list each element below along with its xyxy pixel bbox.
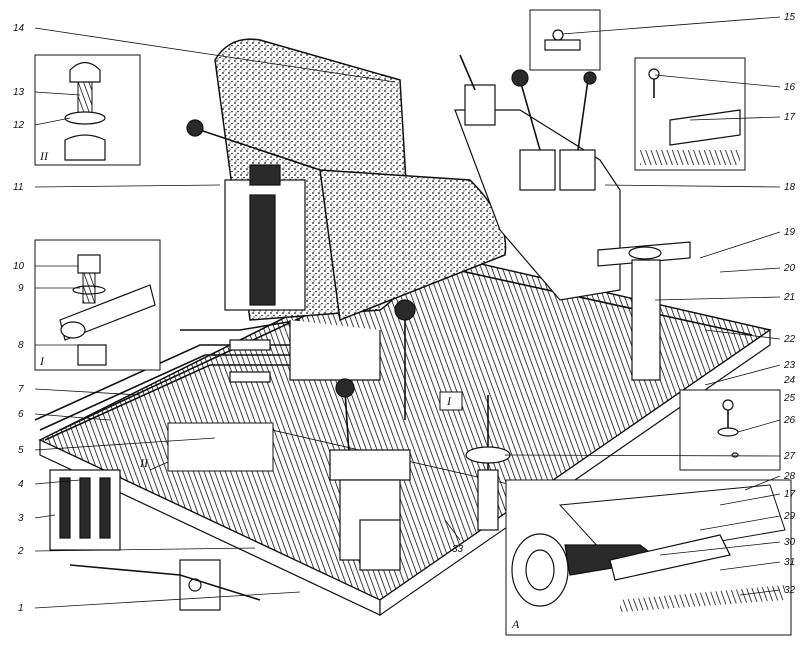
callout-6: 6 [18, 409, 24, 420]
callout-9: 9 [18, 283, 24, 294]
section-marker: I [446, 394, 452, 408]
callout-20: 20 [783, 263, 796, 274]
callout-22: 22 [783, 334, 796, 345]
floor-platform [38, 249, 772, 617]
leader-lines [34, 16, 781, 609]
callout-1: 1 [18, 603, 24, 614]
callout-29: 29 [783, 511, 796, 522]
callout-10: 10 [13, 261, 25, 272]
callout-17: 17 [784, 112, 796, 123]
callout-11: 11 [13, 182, 23, 193]
inset-top-right [529, 9, 746, 171]
callout-numbers: 1 2 3 4 5 6 7 8 9 10 11 12 13 14 15 16 1… [13, 12, 796, 614]
callout-3: 3 [18, 513, 24, 524]
callout-27: 27 [783, 451, 796, 462]
callout-13: 13 [13, 87, 25, 98]
callout-26: 26 [783, 415, 796, 426]
callout-31: 31 [784, 557, 795, 568]
section-marker: II [139, 456, 149, 470]
inset-view-label: A [511, 617, 520, 631]
pivot-pin [465, 395, 511, 531]
callout-7: 7 [18, 384, 24, 395]
callout-8: 8 [18, 340, 24, 351]
callout-18: 18 [784, 182, 796, 193]
callout-23: 23 [783, 360, 796, 371]
inset-view-label: I [39, 354, 45, 368]
section-markers: I II [139, 391, 463, 472]
callout-28: 28 [783, 471, 796, 482]
inset-screw [679, 389, 781, 471]
callout-4: 4 [18, 479, 24, 490]
inset-ii-bolt: II [34, 54, 141, 166]
seat [186, 38, 507, 381]
callout-25: 25 [783, 393, 796, 404]
inset-view-label: II [39, 149, 49, 163]
callout-33: 33 [452, 544, 464, 555]
callout-19: 19 [784, 227, 796, 238]
callout-32: 32 [784, 585, 796, 596]
control-console [454, 54, 621, 301]
callout-14: 14 [13, 23, 25, 34]
callout-17-inset-a: 17 [784, 489, 796, 500]
callout-12: 12 [13, 120, 25, 131]
callout-16: 16 [784, 82, 796, 93]
callout-24: 24 [783, 375, 796, 386]
callout-2: 2 [17, 546, 24, 557]
pedal-assembly [329, 299, 416, 571]
callout-5: 5 [18, 445, 24, 456]
valve-block [49, 469, 261, 611]
inset-i-bolt: I [34, 239, 161, 371]
support-column [597, 241, 691, 381]
hydraulic-pipes [34, 319, 310, 441]
callout-15: 15 [784, 12, 796, 23]
callout-30: 30 [784, 537, 796, 548]
callout-21: 21 [783, 292, 795, 303]
inset-a: A [505, 479, 792, 636]
